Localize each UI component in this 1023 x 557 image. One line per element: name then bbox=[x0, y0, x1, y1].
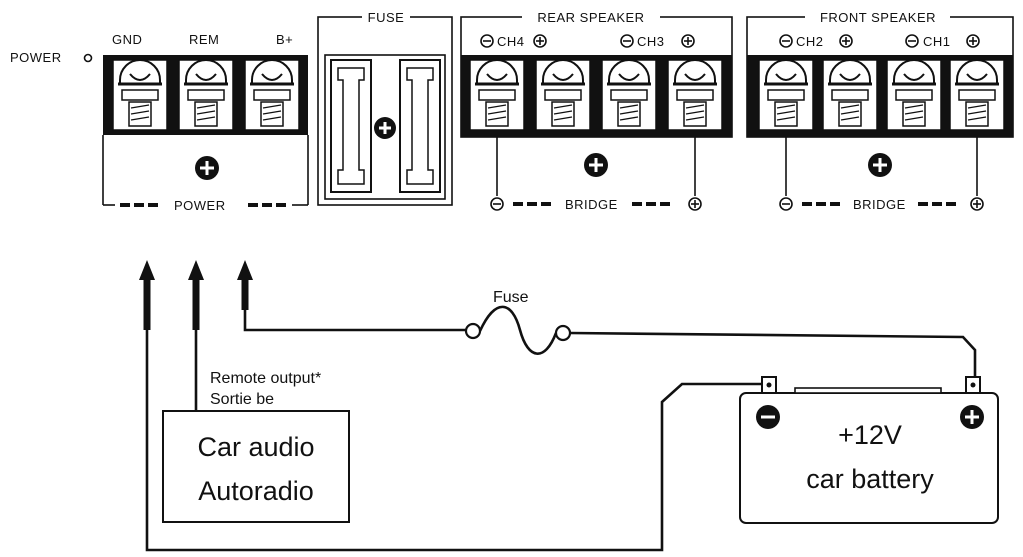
screw-terminal-icon bbox=[821, 58, 879, 132]
battery-plus-icon bbox=[960, 405, 984, 429]
screw-terminal-icon bbox=[534, 58, 592, 132]
screw-terminal-icon bbox=[600, 58, 658, 132]
minus-icon bbox=[490, 197, 504, 211]
rear-speaker-title: REAR SPEAKER bbox=[537, 10, 644, 25]
ch2-label: CH2 bbox=[796, 34, 824, 49]
car-battery: +12V car battery bbox=[739, 376, 999, 524]
power-indicator-label: POWER bbox=[10, 50, 62, 65]
rem-terminal-label: REM bbox=[189, 32, 219, 47]
power-caption: POWER bbox=[174, 198, 226, 213]
ch3-label: CH3 bbox=[637, 34, 665, 49]
plus-icon bbox=[533, 34, 547, 48]
battery-minus-icon bbox=[756, 405, 780, 429]
fuse-holder-right bbox=[399, 59, 441, 193]
minus-icon bbox=[779, 34, 793, 48]
gnd-terminal-label: GND bbox=[112, 32, 142, 47]
rear-bridge-caption: BRIDGE bbox=[565, 197, 618, 212]
front-bridge-caption: BRIDGE bbox=[853, 197, 906, 212]
plus-icon bbox=[195, 156, 219, 180]
remote-output-label: Remote output* bbox=[210, 370, 321, 387]
minus-icon bbox=[779, 197, 793, 211]
screw-terminal-icon bbox=[757, 58, 815, 132]
gnd-wire bbox=[139, 260, 762, 552]
power-indicator-led bbox=[83, 53, 93, 63]
screw-terminal-icon bbox=[666, 58, 724, 132]
plus-icon bbox=[839, 34, 853, 48]
plus-icon bbox=[970, 197, 984, 211]
screw-terminal-icon bbox=[243, 58, 301, 132]
battery-name-label: car battery bbox=[806, 464, 934, 494]
ch4-label: CH4 bbox=[497, 34, 525, 49]
rear-speaker-section: REAR SPEAKER CH4 CH3 BRIDGE bbox=[460, 9, 733, 212]
fuse-caption: FUSE bbox=[368, 10, 405, 25]
minus-icon bbox=[905, 34, 919, 48]
bplus-wire bbox=[237, 260, 977, 378]
inline-fuse-label: Fuse bbox=[493, 289, 529, 306]
rem-wire bbox=[188, 260, 204, 410]
minus-icon bbox=[480, 34, 494, 48]
car-audio-label: Car audio bbox=[197, 432, 314, 462]
screw-terminal-icon bbox=[177, 58, 235, 132]
plus-icon bbox=[688, 197, 702, 211]
car-audio-unit: Car audio Autoradio bbox=[162, 410, 350, 523]
minus-icon bbox=[620, 34, 634, 48]
plus-icon bbox=[681, 34, 695, 48]
ch1-label: CH1 bbox=[923, 34, 951, 49]
screw-terminal-icon bbox=[948, 58, 1006, 132]
screw-terminal-icon bbox=[885, 58, 943, 132]
fuse-holder-left bbox=[330, 59, 372, 193]
fuse-section: FUSE bbox=[317, 10, 453, 206]
remote-output-label-fr: Sortie be bbox=[210, 391, 274, 408]
fuse-screw-icon bbox=[374, 117, 396, 139]
screw-terminal-icon bbox=[468, 58, 526, 132]
bplus-terminal-label: B+ bbox=[276, 32, 293, 47]
inline-fuse-icon bbox=[464, 305, 572, 355]
autoradio-label: Autoradio bbox=[198, 476, 314, 506]
front-speaker-section: FRONT SPEAKER CH2 CH1 BRIDGE bbox=[746, 9, 1014, 212]
plus-icon bbox=[584, 153, 608, 177]
power-section: POWER GND REM B+ POWER bbox=[10, 32, 309, 213]
front-speaker-title: FRONT SPEAKER bbox=[820, 10, 936, 25]
plus-icon bbox=[966, 34, 980, 48]
screw-terminal-icon bbox=[111, 58, 169, 132]
plus-icon bbox=[868, 153, 892, 177]
battery-voltage-label: +12V bbox=[838, 420, 902, 450]
